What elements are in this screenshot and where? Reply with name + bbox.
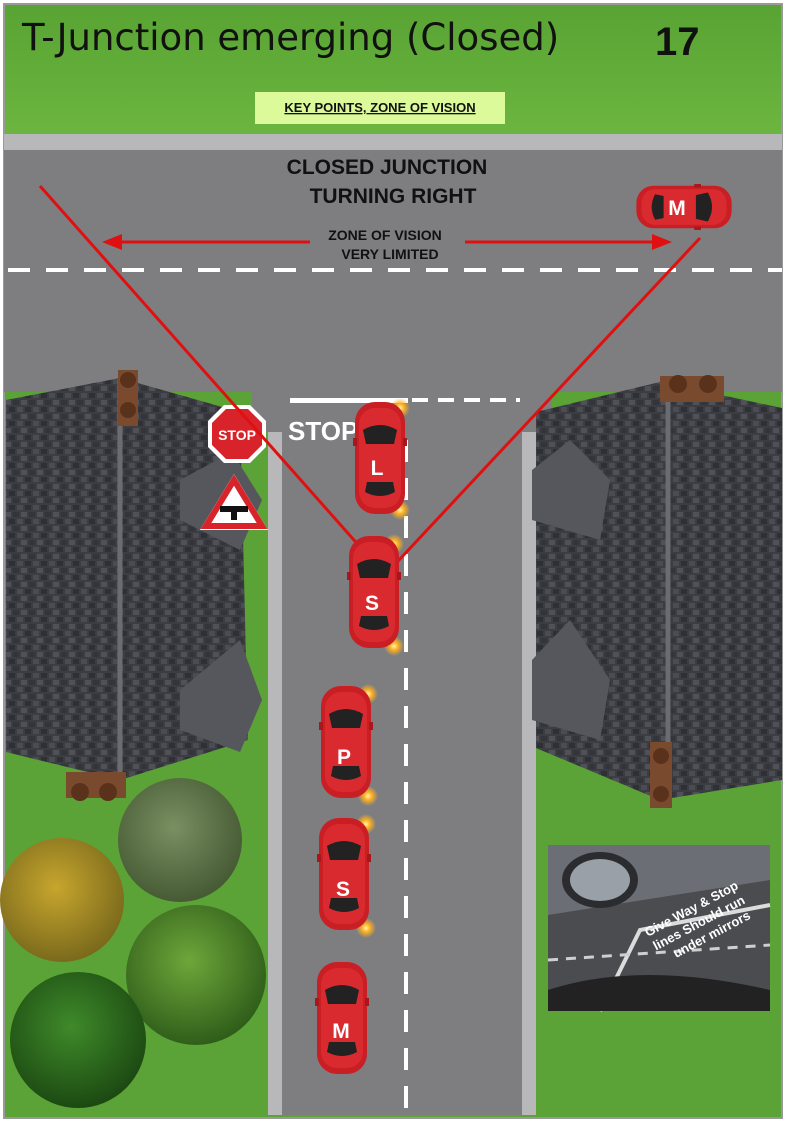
t-junction-warning-sign <box>200 474 268 530</box>
stop-sign: STOP <box>208 405 266 463</box>
trees <box>0 778 266 1108</box>
pavement-top <box>4 134 782 150</box>
stop-road-marking: STOP <box>288 416 358 446</box>
stop-line <box>290 398 408 403</box>
heading-line-1: CLOSED JUNCTION <box>287 156 488 179</box>
mirror-inset-photo: Give Way & Stop lines Should run under m… <box>547 845 771 1012</box>
sight-line-right <box>383 236 702 577</box>
page-number: 17 <box>655 20 700 64</box>
house-right <box>532 375 782 808</box>
stop-sign-label: STOP <box>218 427 256 443</box>
car-label: P <box>337 746 351 769</box>
car-label: S <box>336 878 350 901</box>
zone-arrow-right <box>465 234 672 250</box>
page-title: T-Junction emerging (Closed) <box>21 16 559 59</box>
car-label: L <box>371 457 384 480</box>
sight-line-left <box>38 185 387 576</box>
zone-label-line-2: VERY LIMITED <box>341 246 438 262</box>
car-s-rear <box>317 818 371 930</box>
zone-arrow-left <box>102 234 310 250</box>
car-label: S <box>365 592 379 615</box>
key-points-banner <box>255 92 505 124</box>
car-p <box>319 686 373 798</box>
house-left <box>6 370 262 801</box>
key-points-label: KEY POINTS, ZONE OF VISION <box>284 100 475 115</box>
car-m-rear <box>315 962 369 1074</box>
car-label: M <box>332 1020 350 1043</box>
heading-line-2: TURNING RIGHT <box>310 185 477 208</box>
car-label: M <box>668 197 686 220</box>
zone-label-line-1: ZONE OF VISION <box>328 227 442 243</box>
